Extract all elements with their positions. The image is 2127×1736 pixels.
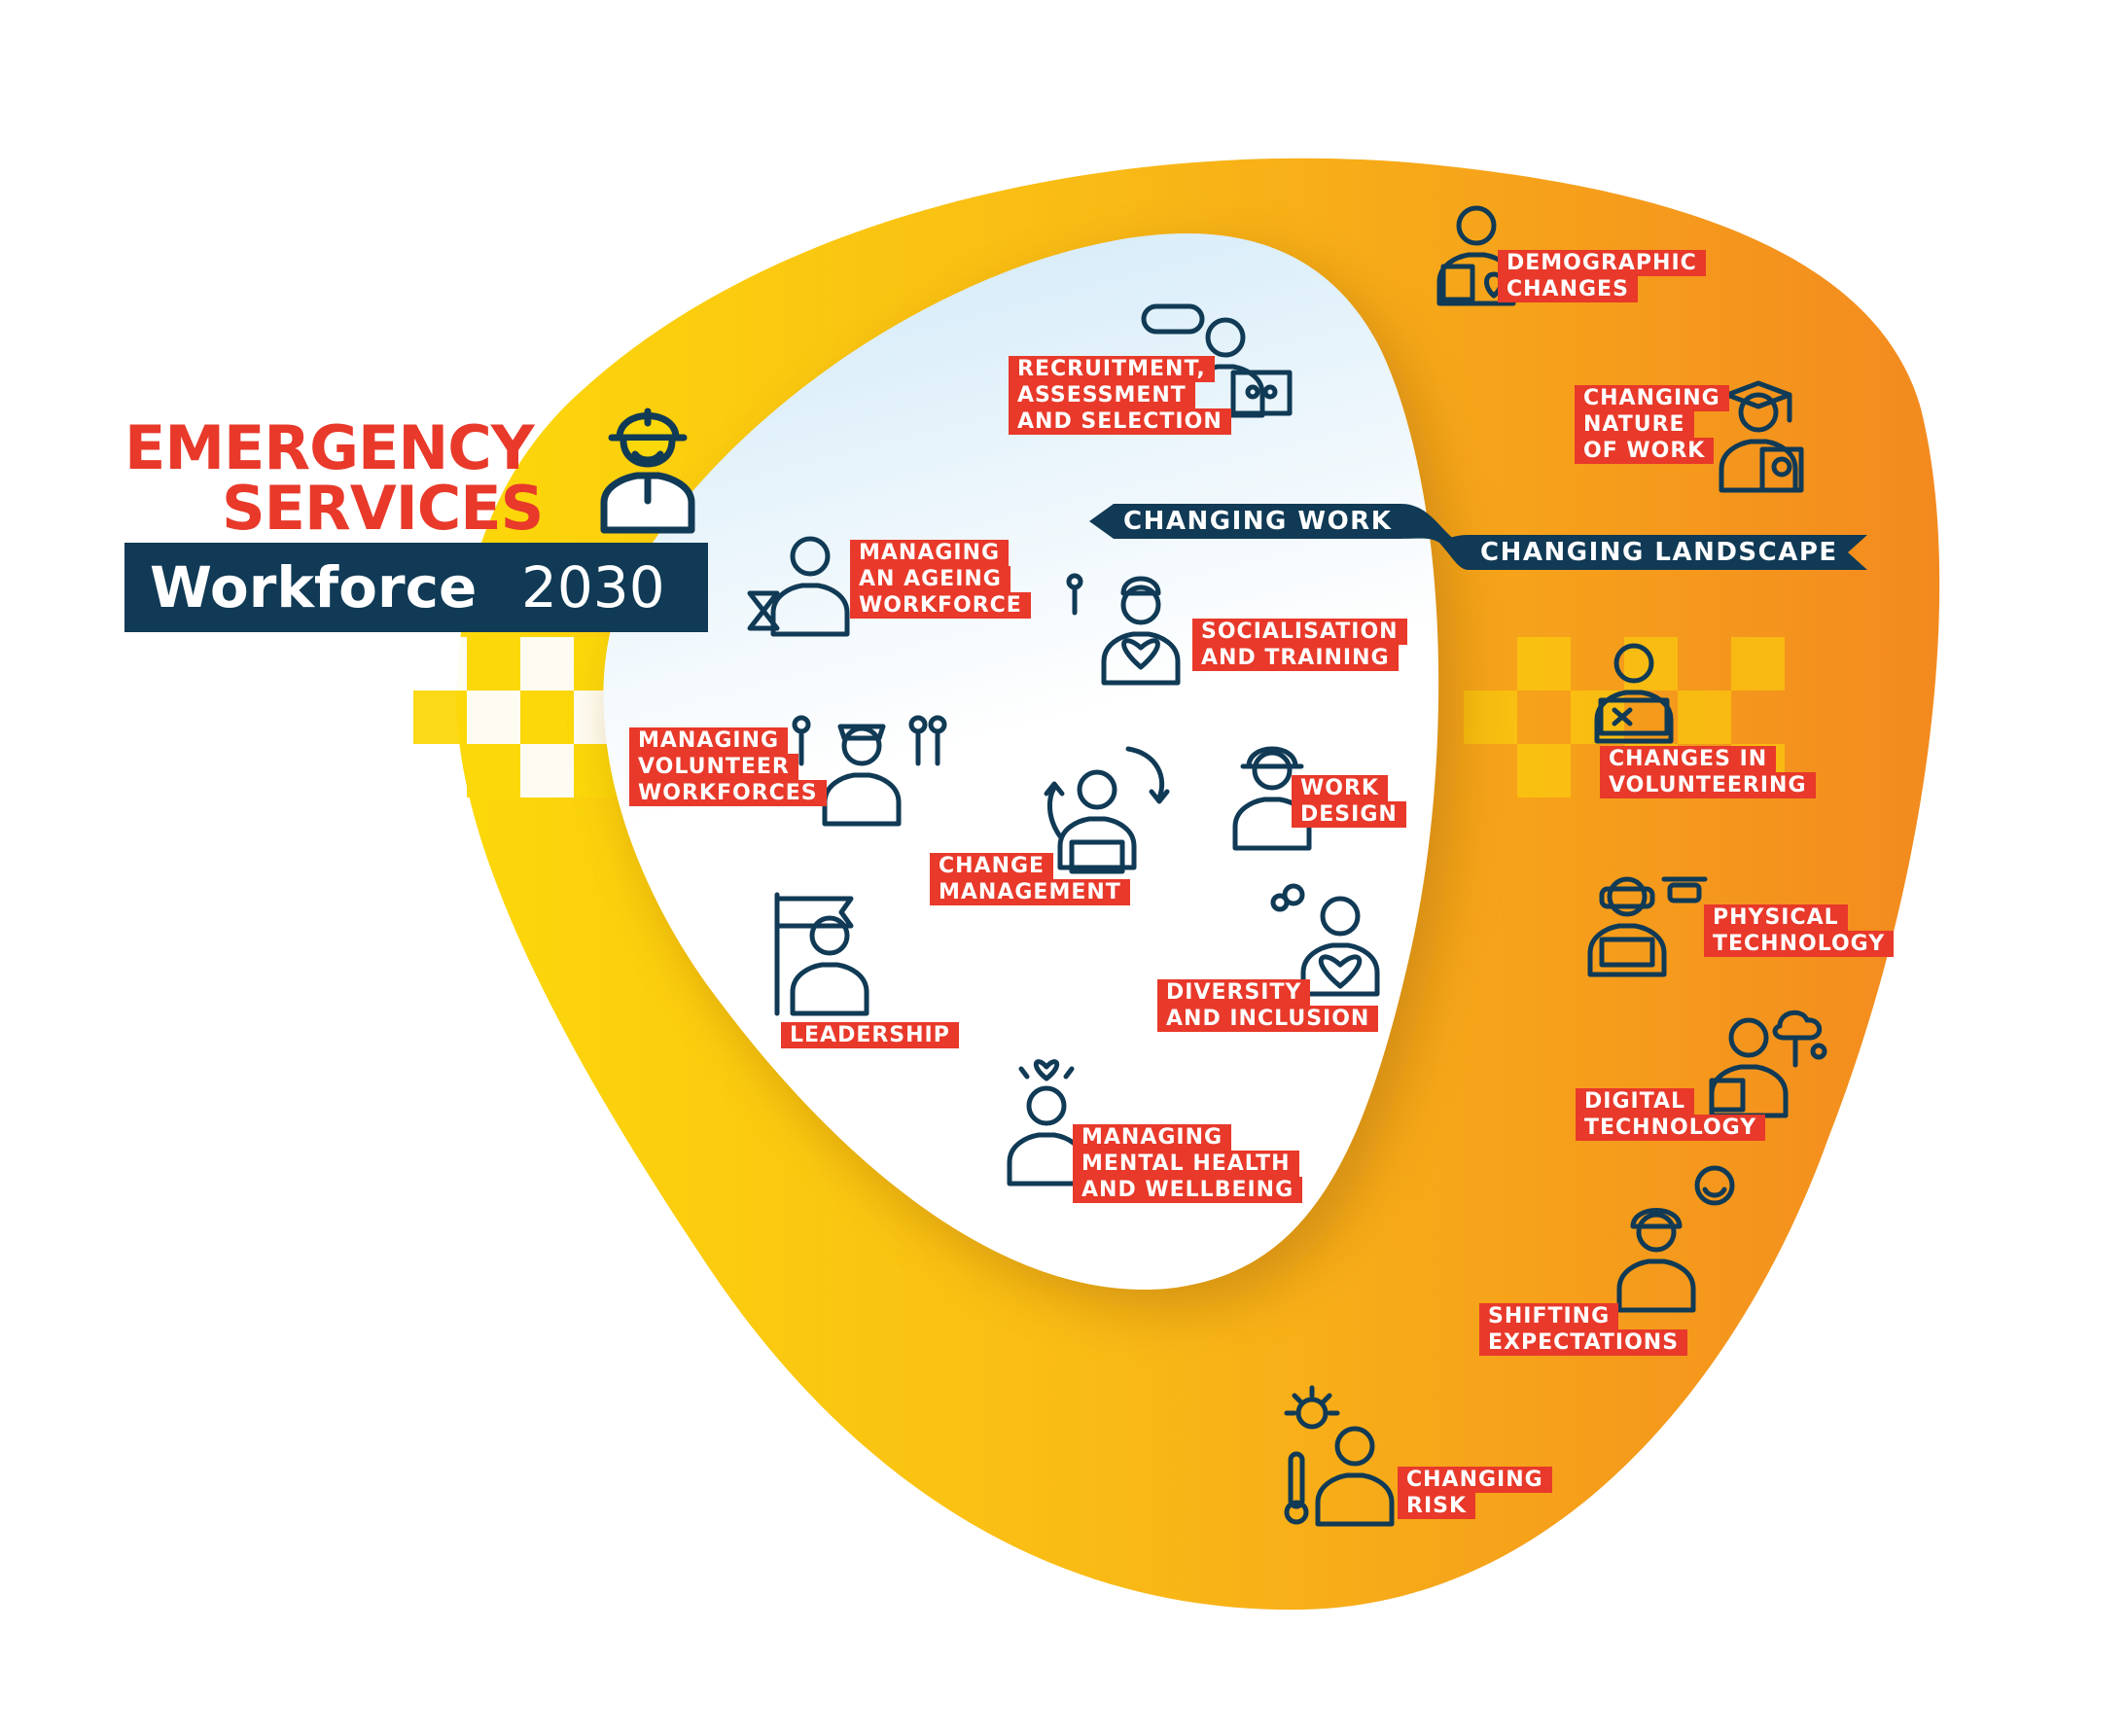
outer-label-5-line-1: EXPECTATIONS bbox=[1479, 1329, 1688, 1356]
ribbon-changing-landscape bbox=[1439, 535, 1867, 570]
inner-label-1-line-1: AN AGEING bbox=[850, 566, 1010, 592]
title-line1: EMERGENCY bbox=[124, 412, 535, 483]
inner-label-8-line-0: MANAGING bbox=[1073, 1124, 1232, 1151]
title-worker-icon bbox=[600, 407, 695, 534]
inner-label-3-line-2: WORKFORCES bbox=[629, 780, 827, 806]
inner-label-7-line-1: AND INCLUSION bbox=[1157, 1006, 1379, 1032]
volunteer-group-icon bbox=[792, 715, 947, 832]
inner-label-3-line-0: MANAGING bbox=[629, 727, 789, 754]
ribbon-outer-label: CHANGING LANDSCAPE bbox=[1480, 538, 1838, 567]
outer-label-6-line-0: CHANGING bbox=[1398, 1467, 1552, 1493]
inner-label-4-line-1: MANAGEMENT bbox=[930, 879, 1130, 905]
outer-label-4-line-0: DIGITAL bbox=[1576, 1088, 1695, 1115]
cloud-tablet-icon bbox=[1702, 1007, 1827, 1123]
inner-label-0-line-1: ASSESSMENT bbox=[1009, 382, 1195, 408]
inner-label-8-line-2: AND WELLBEING bbox=[1073, 1177, 1303, 1203]
title-banner: Workforce 2030 bbox=[124, 543, 708, 632]
outer-label-1-line-0: CHANGING bbox=[1575, 385, 1729, 411]
ribbon-changing-work bbox=[1089, 504, 1459, 543]
inner-label-0-line-0: RECRUITMENT, bbox=[1009, 356, 1215, 382]
inner-label-0-line-2: AND SELECTION bbox=[1009, 408, 1231, 435]
title-line2: SERVICES bbox=[222, 473, 544, 544]
inner-label-6-line-0: LEADERSHIP bbox=[781, 1022, 959, 1048]
inner-label-2-line-1: AND TRAINING bbox=[1192, 645, 1399, 671]
outer-label-5-line-0: SHIFTING bbox=[1479, 1303, 1619, 1329]
inner-label-5-line-0: WORK bbox=[1292, 775, 1388, 801]
older-worker-hourglass-icon bbox=[747, 525, 861, 642]
outer-label-1-line-1: NATURE bbox=[1575, 411, 1694, 438]
change-arrows-icon bbox=[1044, 746, 1170, 875]
outer-label-1-line-2: OF WORK bbox=[1575, 438, 1715, 464]
outer-label-3-line-0: PHYSICAL bbox=[1704, 904, 1848, 931]
vr-drone-icon bbox=[1580, 866, 1708, 982]
title-year: 2030 bbox=[521, 554, 665, 620]
inner-label-1-line-0: MANAGING bbox=[850, 540, 1010, 566]
inner-label-6: LEADERSHIP bbox=[781, 1022, 959, 1048]
outer-label-2-line-1: VOLUNTEERING bbox=[1600, 772, 1816, 798]
graduate-certificate-icon bbox=[1712, 380, 1809, 498]
outer-label-4-line-1: TECHNOLOGY bbox=[1576, 1115, 1766, 1141]
smiley-speech-icon bbox=[1610, 1165, 1735, 1318]
inner-label-4-line-0: CHANGE bbox=[930, 853, 1054, 879]
ribbon-inner-label: CHANGING WORK bbox=[1123, 507, 1393, 536]
outer-label-2-line-0: CHANGES IN bbox=[1600, 746, 1777, 772]
inner-label-2-line-0: SOCIALISATION bbox=[1192, 619, 1407, 645]
diversity-heart-icon bbox=[1270, 883, 1391, 1002]
volunteer-shuffle-icon bbox=[1587, 632, 1684, 749]
leader-flag-icon bbox=[774, 892, 880, 1021]
title-word: Workforce bbox=[150, 554, 478, 620]
sun-thermometer-icon bbox=[1284, 1385, 1405, 1532]
trainer-heart-icon bbox=[1066, 573, 1191, 691]
checker-pattern-left bbox=[413, 637, 627, 797]
outer-label-6-line-1: RISK bbox=[1398, 1493, 1476, 1519]
inner-label-8-line-1: MENTAL HEALTH bbox=[1073, 1151, 1299, 1177]
inner-label-7-line-0: DIVERSITY bbox=[1157, 979, 1311, 1006]
inner-label-5-line-1: DESIGN bbox=[1292, 801, 1406, 828]
outer-label-3-line-1: TECHNOLOGY bbox=[1704, 931, 1895, 957]
outer-label-0-line-1: CHANGES bbox=[1498, 276, 1638, 302]
inner-label-3-line-1: VOLUNTEER bbox=[629, 754, 798, 780]
inner-label-1-line-2: WORKFORCE bbox=[850, 592, 1031, 619]
outer-label-0-line-0: DEMOGRAPHIC bbox=[1498, 250, 1706, 276]
